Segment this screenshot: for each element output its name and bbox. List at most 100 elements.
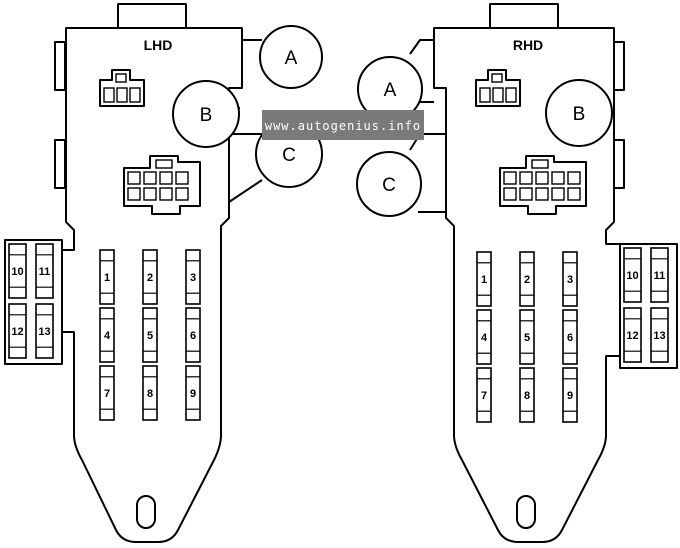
fuse-slot	[8, 243, 27, 299]
rhd-side-bump-lower	[613, 139, 625, 189]
fuse-slot	[650, 247, 669, 303]
lhd-fuse-1: 1	[99, 249, 115, 305]
fuse-label: 6	[567, 332, 573, 344]
lhd-connector-b-circle	[172, 80, 240, 148]
fuse-label: 3	[190, 272, 196, 284]
lhd-fuse-5: 5	[142, 307, 158, 363]
fuse-slot	[99, 365, 115, 421]
rhd-connector-b-label: B	[573, 104, 586, 125]
fuse-label: 5	[524, 332, 530, 344]
rhd-fuse-4: 4	[476, 309, 492, 365]
rhd-heading: RHD	[513, 37, 543, 53]
fuse-label: 8	[147, 388, 153, 400]
rhd-connector-a-leader	[409, 39, 434, 55]
fuse-slot	[623, 307, 642, 363]
lhd-fuse-13: 13	[35, 303, 54, 359]
fuse-label: 3	[567, 274, 573, 286]
fuse-label: 9	[567, 390, 573, 402]
fuse-slot	[142, 307, 158, 363]
rhd-connector-c-label: C	[382, 175, 396, 196]
lhd-top-tab	[117, 3, 187, 31]
fuse-slot	[519, 367, 535, 423]
rhd-fuse-11: 11	[650, 247, 669, 303]
fuse-slot	[476, 309, 492, 365]
watermark: www.autogenius.info	[262, 110, 424, 140]
rhd-side-fuse-group: 10 11 12 13	[623, 247, 669, 363]
rhd-fuse-13: 13	[650, 307, 669, 363]
rhd-main-fuse-group: 1 2 3 4 5 6 7 8 9	[476, 251, 578, 423]
lhd-fuse-3: 3	[185, 249, 201, 305]
fuse-slot	[142, 365, 158, 421]
fuse-slot	[476, 251, 492, 307]
fuse-label: 1	[104, 272, 110, 284]
fuse-label: 11	[654, 270, 666, 282]
fuse-label: 5	[147, 330, 153, 342]
rhd-fuse-8: 8	[519, 367, 535, 423]
rhd-fuse-5: 5	[519, 309, 535, 365]
rhd-fuse-3: 3	[562, 251, 578, 307]
fuse-label: 11	[39, 266, 51, 278]
rhd-small-relay-socket	[475, 69, 521, 107]
fuse-slot	[185, 307, 201, 363]
fuse-slot	[8, 303, 27, 359]
fuse-label: 8	[524, 390, 530, 402]
lhd-connector-a-circle	[259, 25, 323, 89]
lhd-connector-c-label: C	[282, 145, 296, 166]
lhd-side-bump-upper	[54, 41, 66, 91]
rhd-top-tab	[489, 3, 559, 31]
fuse-label: 9	[190, 388, 196, 400]
fuse-slot	[519, 309, 535, 365]
fuse-label: 10	[626, 270, 638, 282]
fuse-slot	[562, 367, 578, 423]
rhd-large-relay-socket	[499, 155, 587, 215]
lhd-fuse-8: 8	[142, 365, 158, 421]
fuse-label: 13	[653, 330, 665, 342]
fuse-label: 7	[481, 390, 487, 402]
watermark-band	[262, 110, 424, 140]
fuse-slot	[476, 367, 492, 423]
rhd-fuse-6: 6	[562, 309, 578, 365]
lhd-fuse-11: 11	[35, 243, 54, 299]
rhd-side-bump-upper	[613, 41, 625, 91]
fuse-slot	[99, 249, 115, 305]
fuse-label: 6	[190, 330, 196, 342]
fuse-slot	[185, 249, 201, 305]
lhd-fuse-10: 10	[8, 243, 27, 299]
rhd-fuse-9: 9	[562, 367, 578, 423]
fuse-slot	[99, 307, 115, 363]
fuse-slot	[142, 249, 158, 305]
fuse-label: 2	[524, 274, 530, 286]
lhd-fuse-7: 7	[99, 365, 115, 421]
rhd-fuse-10: 10	[623, 247, 642, 303]
fuse-label: 7	[104, 388, 110, 400]
fuse-slot	[562, 309, 578, 365]
fuse-label: 12	[626, 330, 638, 342]
lhd-side-fuse-group: 10 11 12 13	[8, 243, 54, 359]
rhd-connector-a-label: A	[384, 80, 397, 101]
fuse-label: 12	[11, 326, 23, 338]
fuse-label: 1	[481, 274, 487, 286]
fuse-slot	[35, 243, 54, 299]
lhd-fuse-12: 12	[8, 303, 27, 359]
lhd-connector-b-label: B	[200, 105, 213, 126]
lhd-connector-a-label: A	[285, 48, 298, 69]
fuse-label: 4	[104, 330, 111, 342]
lhd-large-relay-socket	[123, 155, 201, 215]
lhd-small-relay-socket	[99, 69, 145, 107]
lhd-side-bump-lower	[54, 139, 66, 189]
rhd-connector-b-circle	[545, 79, 613, 147]
fuse-slot	[519, 251, 535, 307]
fuse-label: 10	[11, 266, 23, 278]
fuse-slot	[562, 251, 578, 307]
fuse-label: 2	[147, 272, 153, 284]
fuse-slot	[35, 303, 54, 359]
lhd-fuse-2: 2	[142, 249, 158, 305]
lhd-fuse-9: 9	[185, 365, 201, 421]
lhd-fuse-4: 4	[99, 307, 115, 363]
lhd-heading: LHD	[144, 37, 173, 53]
watermark-text: www.autogenius.info	[265, 119, 421, 133]
fuse-slot	[650, 307, 669, 363]
fuse-slot	[185, 365, 201, 421]
